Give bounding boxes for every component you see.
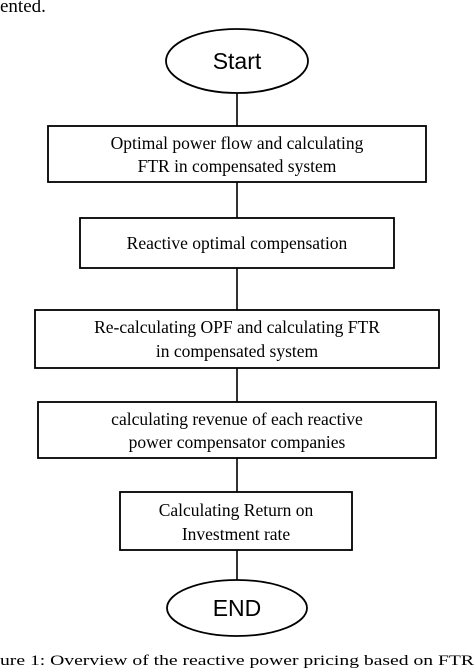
step-reactive-optimal-compensation-line-1: Reactive optimal compensation: [127, 233, 348, 253]
step-optimal-power-flow-line-2: FTR in compensated system: [138, 156, 337, 176]
step-calculating-revenue-box: [37, 401, 437, 459]
end-label: END: [213, 595, 262, 621]
step-calculating-revenue: calculating revenue of each reactive pow…: [37, 401, 437, 459]
start-label: Start: [213, 48, 262, 74]
start-terminal: Start: [165, 28, 309, 94]
top-cropped-text: ented.: [0, 0, 46, 17]
step-return-on-investment-line-2: Investment rate: [182, 524, 291, 544]
step-recalculating-opf: Re-calculating OPF and calculating FTR i…: [34, 309, 440, 369]
step-calculating-revenue-line-2: power compensator companies: [129, 432, 346, 452]
step-calculating-revenue-line-1: calculating revenue of each reactive: [111, 409, 363, 429]
end-terminal: END: [166, 579, 308, 637]
step-recalculating-opf-line-1: Re-calculating OPF and calculating FTR: [94, 317, 380, 337]
end-ellipse: [166, 579, 308, 637]
step-return-on-investment-box: [119, 491, 353, 551]
step-reactive-optimal-compensation-box: [79, 217, 395, 269]
step-return-on-investment: Calculating Return on Investment rate: [119, 491, 353, 551]
figure-caption: ure 1: Overview of the reactive power pr…: [0, 653, 474, 669]
step-return-on-investment-line-1: Calculating Return on: [159, 500, 314, 520]
step-reactive-optimal-compensation: Reactive optimal compensation: [79, 217, 395, 269]
step-optimal-power-flow-box: [47, 125, 427, 183]
step-recalculating-opf-box: [34, 309, 440, 369]
step-optimal-power-flow: Optimal power flow and calculating FTR i…: [47, 125, 427, 183]
start-ellipse: [165, 28, 309, 94]
step-recalculating-opf-line-2: in compensated system: [156, 341, 319, 361]
step-optimal-power-flow-line-1: Optimal power flow and calculating: [111, 133, 364, 153]
